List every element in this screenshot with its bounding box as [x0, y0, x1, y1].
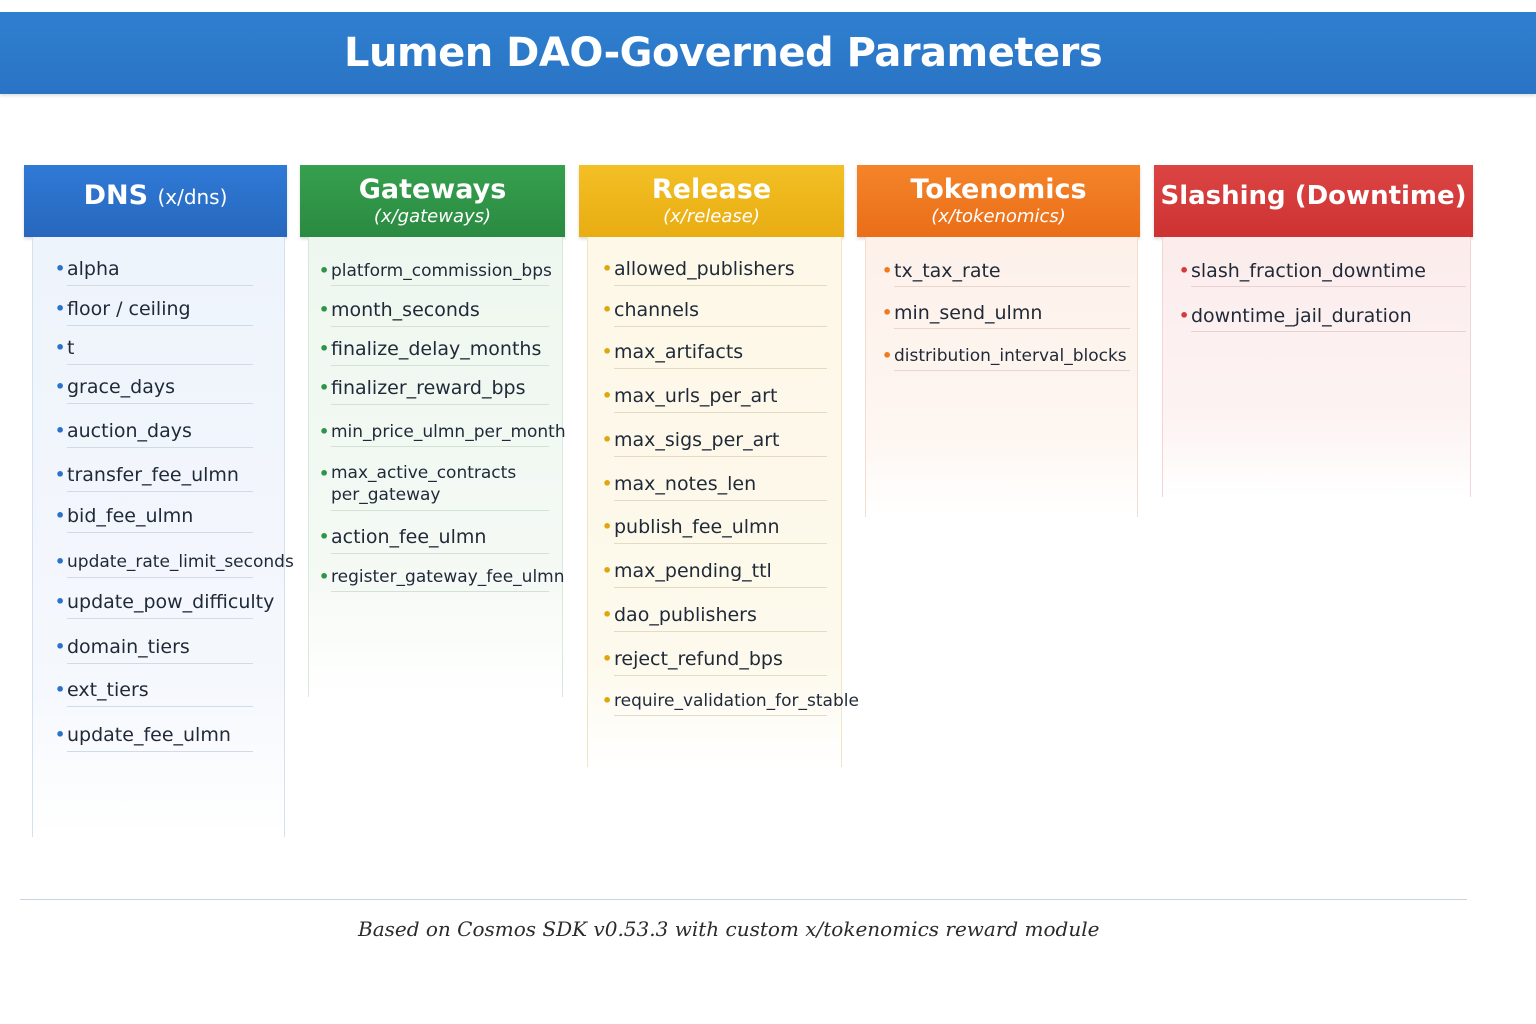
bullet-icon: • [602, 605, 613, 624]
column-body-tokenomics: •tx_tax_rate •min_send_ulmn •distributio… [865, 237, 1138, 517]
param-item: •update_fee_ulmn [55, 723, 253, 752]
param-item: •max_pending_ttl [602, 559, 827, 588]
param-item: •month_seconds [319, 298, 549, 327]
param-item: •transfer_fee_ulmn [55, 463, 253, 492]
column-header-dns: DNS (x/dns) [24, 165, 287, 237]
bullet-icon: • [319, 527, 330, 546]
param-item: •domain_tiers [55, 635, 253, 664]
bullet-icon: • [55, 465, 66, 484]
param-item: •publish_fee_ulmn [602, 515, 827, 544]
module-path: (x/tokenomics) [931, 206, 1066, 227]
param-item: •max_notes_len [602, 472, 827, 501]
bullet-icon: • [1179, 261, 1190, 280]
page-title: Lumen DAO-Governed Parameters [344, 30, 1103, 76]
param-item: •finalizer_reward_bps [319, 376, 549, 405]
param-item: •register_gateway_fee_ulmn [319, 565, 565, 592]
param-item: •update_rate_limit_seconds [55, 550, 294, 578]
param-item: •ext_tiers [55, 678, 253, 707]
column-header-tokenomics: Tokenomics (x/tokenomics) [857, 165, 1140, 237]
bullet-icon: • [319, 422, 330, 441]
param-item: •distribution_interval_blocks [882, 344, 1130, 371]
bullet-icon: • [319, 567, 330, 586]
param-item: •channels [602, 298, 827, 327]
column-header-release: Release (x/release) [579, 165, 844, 237]
param-item: •dao_publishers [602, 603, 827, 632]
bullet-icon: • [1179, 306, 1190, 325]
bullet-icon: • [55, 680, 66, 699]
param-item: •floor / ceiling [55, 297, 253, 326]
footer-note: Based on Cosmos SDK v0.53.3 with custom … [358, 917, 1100, 941]
module-name: DNS [83, 180, 149, 211]
bullet-icon: • [602, 342, 613, 361]
bullet-icon: • [55, 299, 66, 318]
bullet-icon: • [55, 725, 66, 744]
param-item: •t [55, 336, 253, 365]
param-item: •allowed_publishers [602, 257, 827, 286]
bullet-icon: • [602, 649, 613, 668]
param-item: •min_send_ulmn [882, 301, 1130, 329]
module-name: Tokenomics [910, 174, 1087, 205]
param-item: •max_urls_per_art [602, 384, 827, 413]
param-item: •alpha [55, 257, 253, 286]
bullet-icon: • [319, 464, 330, 483]
module-path: (x/release) [663, 206, 760, 227]
bullet-icon: • [319, 300, 330, 319]
column-header-slashing: Slashing (Downtime) [1154, 165, 1473, 237]
param-item: •bid_fee_ulmn [55, 504, 253, 533]
bullet-icon: • [55, 506, 66, 525]
bullet-icon: • [55, 338, 66, 357]
footer-divider [20, 899, 1467, 900]
bullet-icon: • [882, 261, 893, 280]
column-body-gateways: •platform_commission_bps •month_seconds … [308, 237, 566, 697]
module-path: (x/dns) [157, 185, 228, 209]
module-path: (x/gateways) [373, 206, 492, 227]
bullet-icon: • [319, 261, 330, 280]
title-bar: Lumen DAO-Governed Parameters [0, 12, 1536, 94]
param-item: •min_price_ulmn_per_month [319, 420, 566, 447]
param-item: •require_validation_for_stable [602, 689, 859, 716]
param-item: •max_sigs_per_art [602, 428, 827, 457]
column-body-dns: •alpha •floor / ceiling •t •grace_days •… [32, 237, 294, 837]
bullet-icon: • [602, 691, 613, 710]
param-item: •update_pow_difficulty [55, 590, 274, 619]
bullet-icon: • [882, 303, 893, 322]
column-body-slashing: •slash_fraction_downtime •downtime_jail_… [1162, 237, 1471, 497]
column-header-gateways: Gateways (x/gateways) [300, 165, 565, 237]
module-name: Gateways [358, 174, 507, 205]
bullet-icon: • [882, 346, 893, 365]
column-body-release: •allowed_publishers •channels •max_artif… [587, 237, 859, 767]
bullet-icon: • [602, 474, 613, 493]
param-item: •reject_refund_bps [602, 647, 827, 676]
param-item: •downtime_jail_duration [1179, 304, 1466, 332]
bullet-icon: • [602, 386, 613, 405]
bullet-icon: • [55, 259, 66, 278]
param-item: •finalize_delay_months [319, 337, 549, 366]
param-item: •action_fee_ulmn [319, 525, 549, 554]
param-item: •auction_days [55, 419, 253, 448]
bullet-icon: • [602, 561, 613, 580]
bullet-icon: • [602, 430, 613, 449]
param-item: •max_active_contracts per_gateway [319, 462, 549, 511]
bullet-icon: • [55, 592, 66, 611]
bullet-icon: • [319, 378, 330, 397]
bullet-icon: • [319, 339, 330, 358]
param-item: •tx_tax_rate [882, 259, 1130, 287]
bullet-icon: • [602, 259, 613, 278]
bullet-icon: • [602, 517, 613, 536]
param-item: •max_artifacts [602, 340, 827, 369]
bullet-icon: • [55, 377, 66, 396]
bullet-icon: • [55, 637, 66, 656]
param-item: •grace_days [55, 375, 253, 404]
param-item: •platform_commission_bps [319, 259, 552, 286]
bullet-icon: • [55, 552, 66, 571]
bullet-icon: • [55, 421, 66, 440]
module-name: Release [651, 174, 772, 205]
param-item: •slash_fraction_downtime [1179, 259, 1466, 287]
module-name: Slashing (Downtime) [1160, 181, 1467, 211]
bullet-icon: • [602, 300, 613, 319]
